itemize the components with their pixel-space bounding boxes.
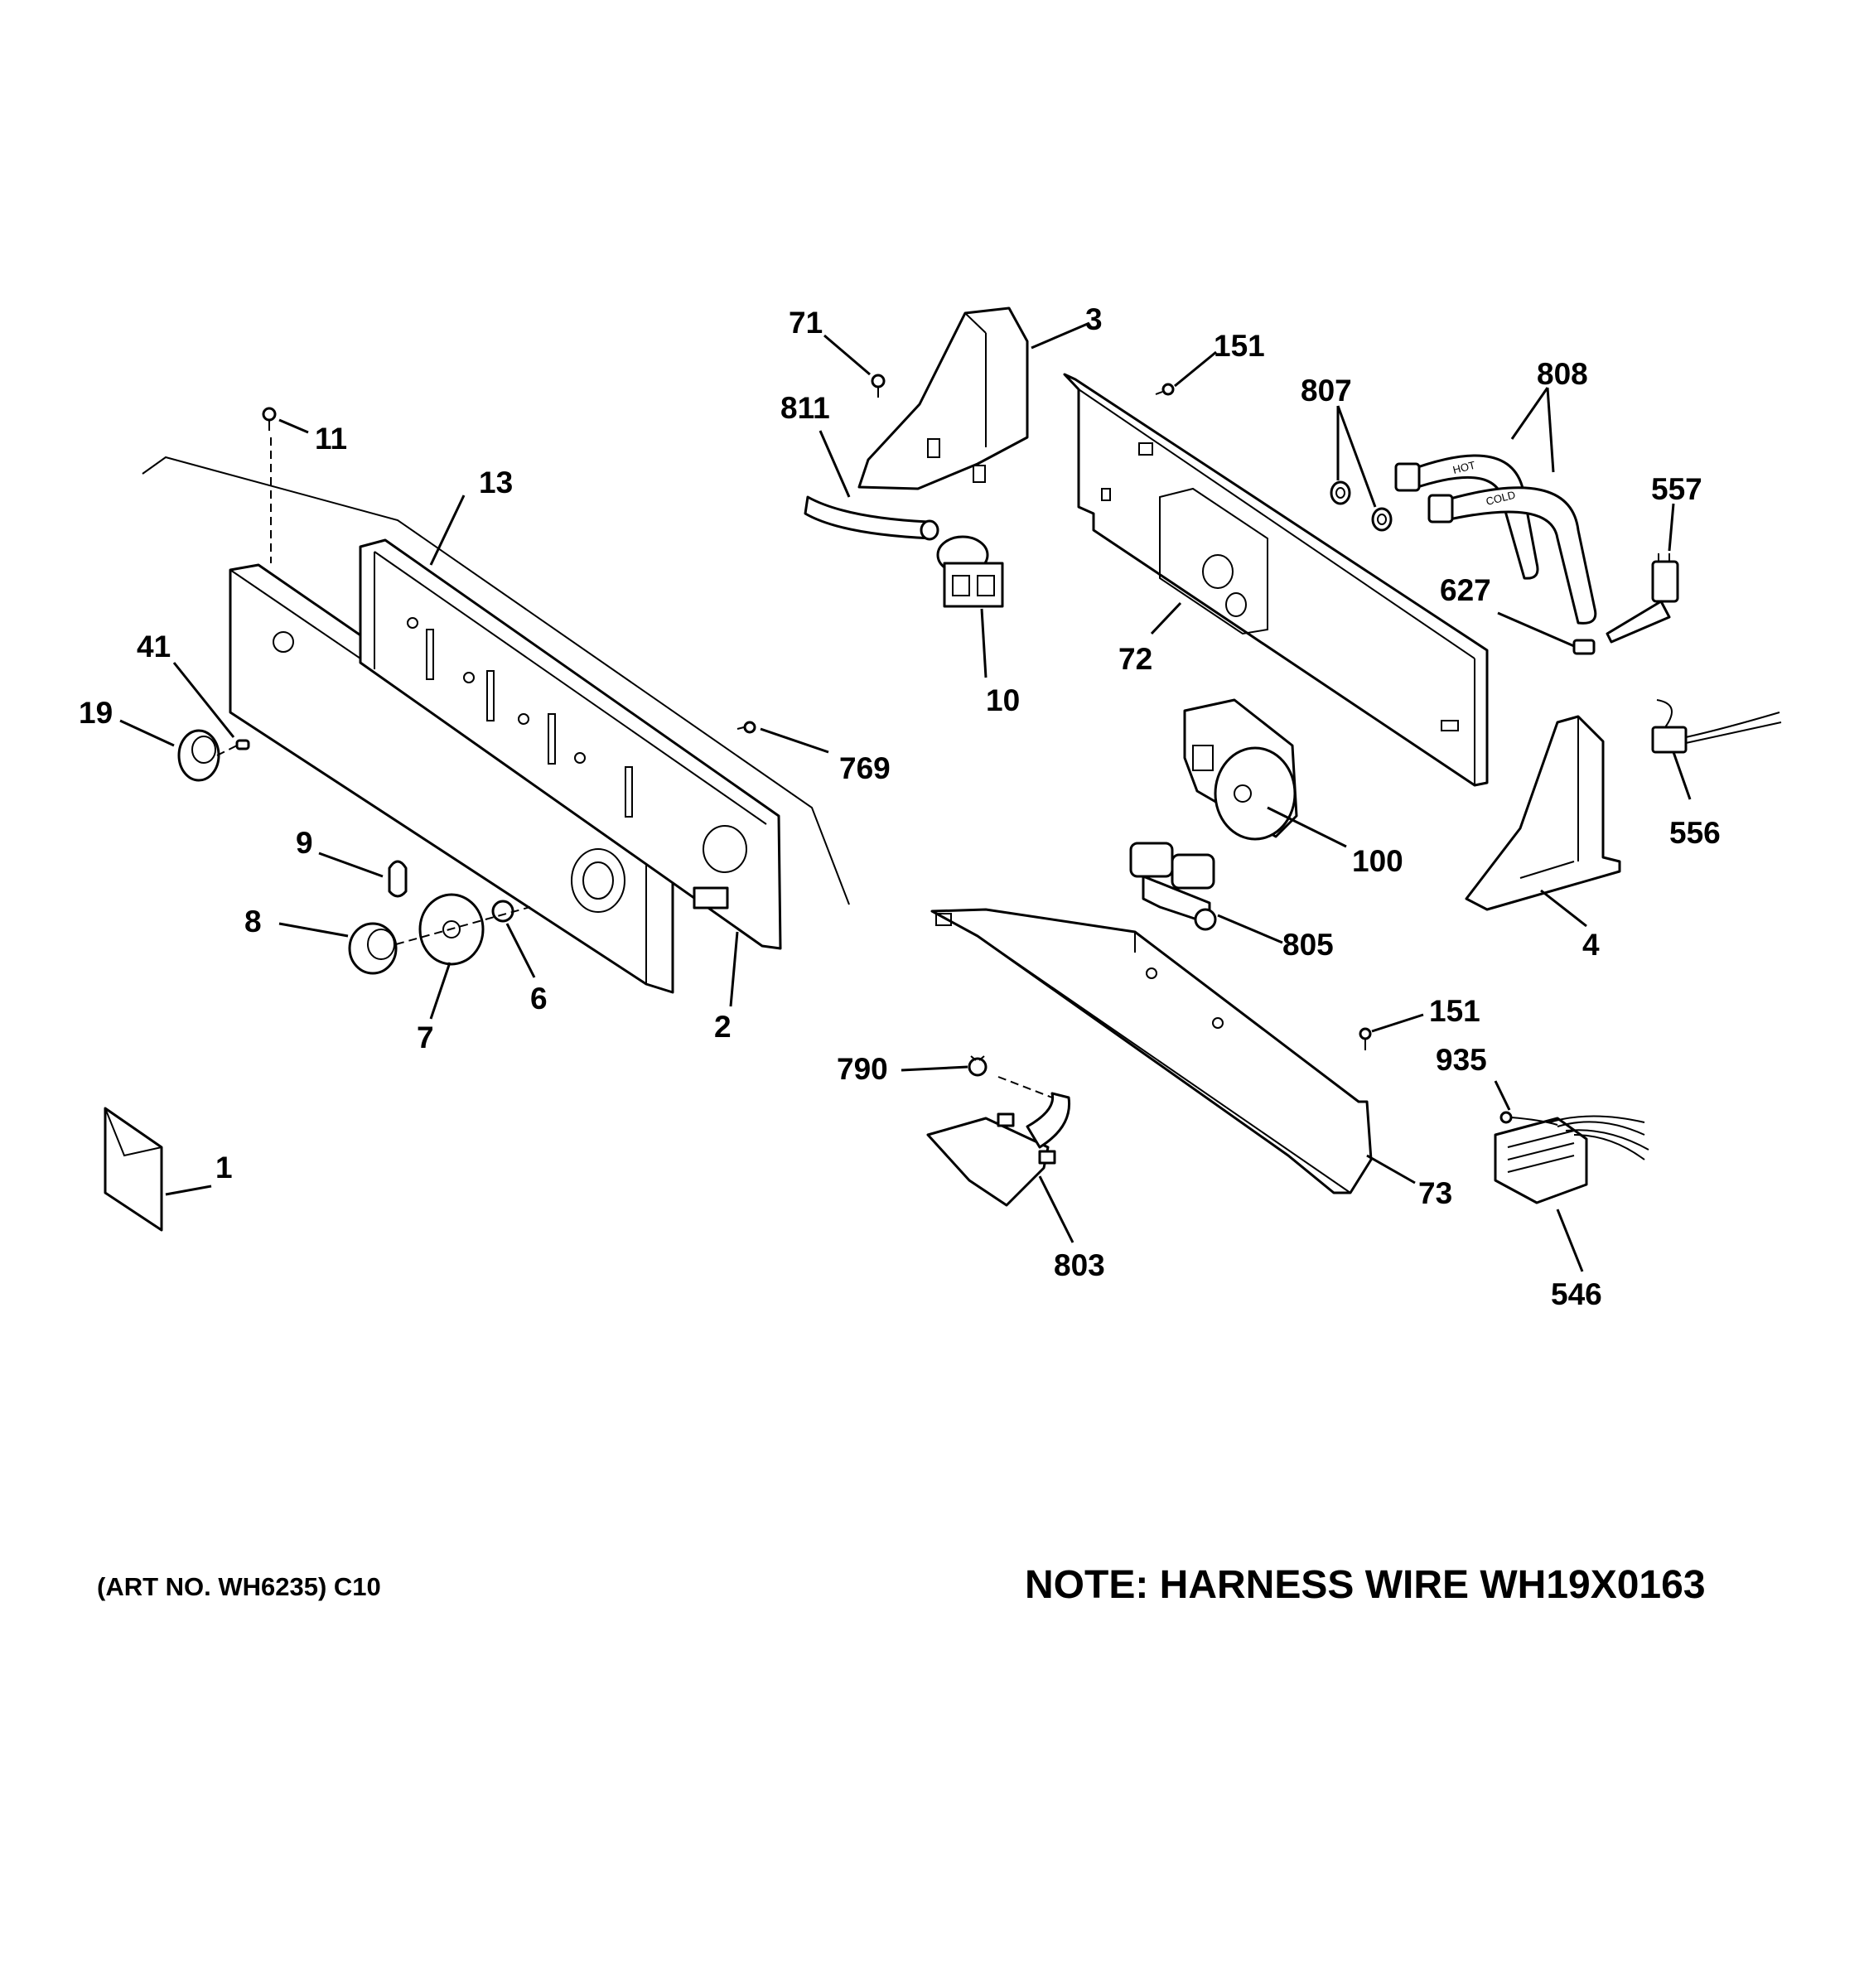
part-19-knob (177, 729, 220, 782)
callout-labels: 71 3 151 807 808 811 11 13 557 627 72 10… (79, 302, 1721, 1311)
part-151-screw-lower (1359, 1027, 1372, 1050)
callout-8: 8 (244, 905, 262, 939)
callout-556: 556 (1669, 816, 1721, 850)
part-13-backsplash-frame (359, 538, 782, 950)
callout-935: 935 (1436, 1043, 1487, 1077)
part-557-power-cord (1606, 553, 1679, 644)
part-6-nut (491, 900, 514, 923)
part-808-fill-hoses: HOT COLD (1394, 454, 1597, 625)
callout-546: 546 (1551, 1277, 1602, 1311)
part-790-clamp (968, 1055, 1053, 1098)
callout-19: 19 (79, 696, 113, 730)
callout-805: 805 (1282, 928, 1334, 962)
part-556-connector (1651, 699, 1782, 754)
part-11-screw (262, 407, 277, 563)
knob-axis (395, 906, 531, 945)
art-number: (ART NO. WH6235) C10 (97, 1572, 381, 1601)
part-2-control-panel (229, 563, 674, 994)
part-935-wire-lead (1499, 1111, 1558, 1126)
part-1-literature (104, 1107, 163, 1232)
callout-151-upper: 151 (1214, 329, 1265, 363)
callout-73: 73 (1418, 1176, 1452, 1210)
part-41-spring (216, 739, 250, 756)
part-627-strain-relief (1572, 639, 1596, 655)
part-769-screw (736, 721, 756, 734)
part-4-end-cap (1465, 715, 1621, 911)
callout-807: 807 (1301, 374, 1352, 408)
callout-13: 13 (479, 466, 513, 499)
part-811-tubing (804, 495, 939, 541)
part-71-screw (871, 374, 886, 398)
callout-72: 72 (1118, 642, 1152, 676)
callout-151-lower: 151 (1429, 994, 1480, 1028)
panel-group-outline (142, 456, 850, 905)
part-805-water-valve (1129, 842, 1217, 931)
callout-3: 3 (1085, 302, 1103, 336)
callout-9: 9 (296, 826, 313, 860)
part-803-dispenser (926, 1092, 1071, 1207)
callout-808: 808 (1537, 357, 1588, 391)
callout-41: 41 (137, 630, 171, 663)
part-546-harness-connector (1494, 1115, 1649, 1204)
callout-803: 803 (1054, 1248, 1105, 1282)
callout-100: 100 (1352, 844, 1403, 878)
callout-4: 4 (1582, 928, 1600, 962)
callout-11: 11 (315, 422, 347, 456)
part-73-lower-channel (930, 908, 1373, 1194)
callout-10: 10 (986, 683, 1020, 717)
callout-790: 790 (837, 1052, 888, 1086)
callout-1: 1 (215, 1151, 233, 1185)
part-807-washers (1330, 480, 1393, 532)
callout-2: 2 (714, 1010, 732, 1044)
harness-note: NOTE: HARNESS WIRE WH19X0163 (1025, 1563, 1706, 1607)
callout-6: 6 (530, 982, 548, 1016)
part-9-clip (388, 860, 408, 898)
part-10-pressure-switch (936, 535, 1004, 608)
callout-7: 7 (417, 1021, 434, 1054)
part-8-knob (348, 922, 398, 975)
callout-811: 811 (780, 391, 830, 425)
part-100-timer (1183, 698, 1298, 841)
part-3-end-cap (857, 306, 1029, 490)
part-72-back-panel (1063, 373, 1489, 787)
hose-label-hot: HOT (1451, 459, 1476, 476)
callout-557: 557 (1651, 472, 1702, 506)
callout-769: 769 (839, 751, 891, 785)
callout-627: 627 (1440, 573, 1491, 607)
leader-lines (119, 321, 1692, 1272)
callout-71: 71 (789, 306, 823, 340)
part-151-screw-upper (1155, 383, 1175, 396)
